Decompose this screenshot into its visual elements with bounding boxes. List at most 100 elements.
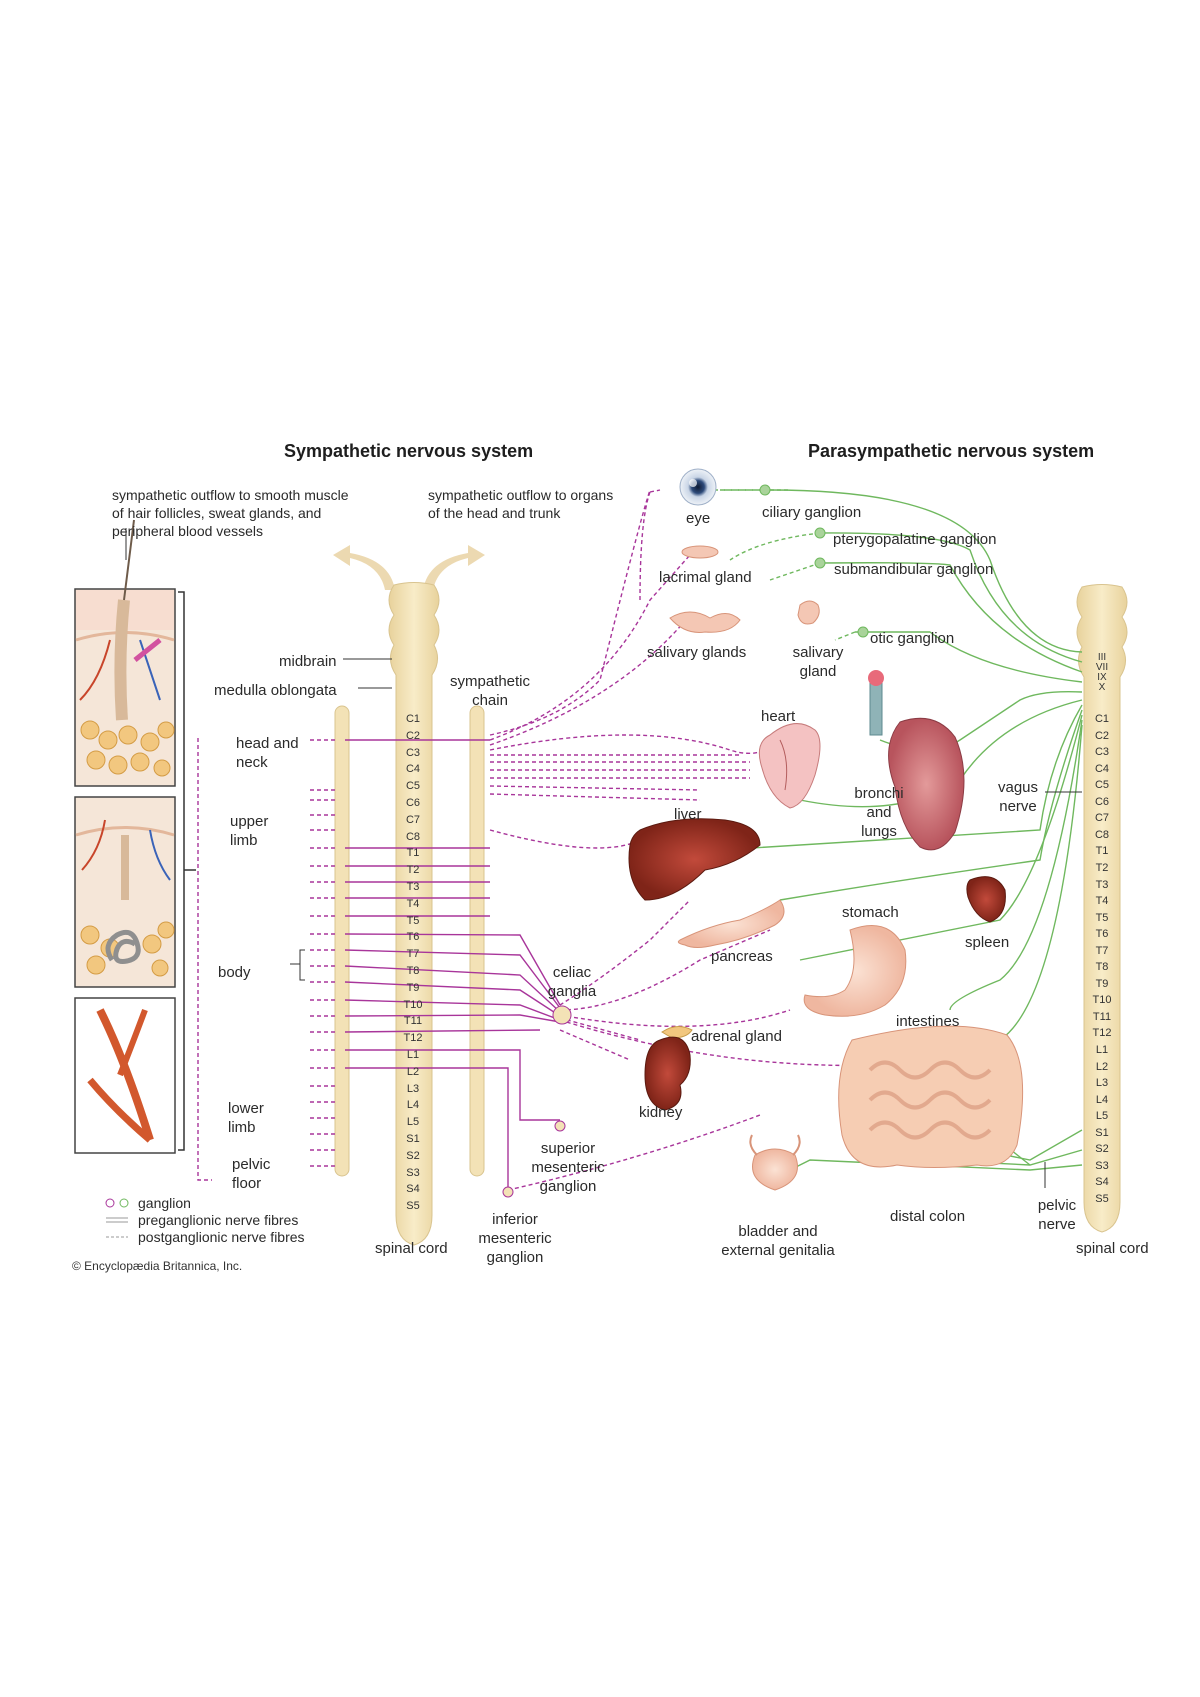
label-ciliary-ganglion: ciliary ganglion bbox=[762, 504, 862, 521]
label-submandibular-ganglion: submandibular ganglion bbox=[834, 561, 994, 578]
label-liver: liver bbox=[674, 806, 702, 823]
label-superior-mesenteric: superior mesenteric ganglion bbox=[531, 1140, 605, 1195]
label-lacrimal-gland: lacrimal gland bbox=[659, 569, 752, 586]
label-intestines: intestines bbox=[896, 1013, 960, 1030]
label-pelvic-nerve: pelvic nerve bbox=[1037, 1197, 1077, 1233]
segment-label: C7 bbox=[405, 813, 421, 826]
segment-label: T7 bbox=[1095, 944, 1109, 957]
label-medulla-oblongata: medulla oblongata bbox=[214, 682, 337, 699]
legend-ganglion-icon bbox=[105, 1198, 129, 1208]
bladder-illustration bbox=[749, 1134, 801, 1191]
salivary-glands-illustration bbox=[669, 611, 741, 633]
cranial-nerve-label: VII bbox=[1095, 662, 1109, 673]
segment-label: T6 bbox=[1095, 928, 1109, 941]
heart-illustration bbox=[758, 723, 821, 809]
segment-label: S2 bbox=[1095, 1143, 1109, 1156]
segment-label: T7 bbox=[406, 948, 420, 961]
segment-label: C5 bbox=[405, 780, 421, 793]
label-pancreas: pancreas bbox=[711, 948, 773, 965]
segment-label: T1 bbox=[1095, 845, 1109, 858]
segment-label: C1 bbox=[405, 713, 421, 725]
segment-label: L2 bbox=[406, 1065, 420, 1078]
segment-label: L3 bbox=[406, 1082, 420, 1095]
segment-label: L4 bbox=[1095, 1093, 1109, 1106]
copyright: © Encyclopædia Britannica, Inc. bbox=[72, 1259, 243, 1273]
label-spinal-cord-right: spinal cord bbox=[1076, 1240, 1149, 1257]
segment-label: L1 bbox=[1095, 1044, 1109, 1056]
segment-label: S3 bbox=[1095, 1159, 1109, 1172]
label-midbrain: midbrain bbox=[279, 653, 337, 670]
label-salivary-glands: salivary glands bbox=[647, 644, 747, 661]
skin-panel-sweat-gland bbox=[74, 796, 176, 988]
segment-label: T11 bbox=[1092, 1010, 1112, 1023]
label-pelvic-floor: pelvic floor bbox=[232, 1156, 271, 1192]
cranial-nerve-label: IX bbox=[1097, 672, 1107, 683]
segment-label: T5 bbox=[406, 914, 420, 927]
label-spinal-cord-left: spinal cord bbox=[375, 1240, 448, 1257]
label-upper-limb: upper limb bbox=[230, 813, 269, 849]
segment-label: T1 bbox=[406, 847, 420, 860]
segment-label: L5 bbox=[1095, 1110, 1109, 1123]
legend-preganglionic-icon bbox=[106, 1217, 128, 1223]
spinal-cord-left bbox=[388, 582, 440, 1246]
segment-label: S5 bbox=[1095, 1192, 1109, 1205]
label-pterygopalatine-ganglion: pterygopalatine ganglion bbox=[833, 531, 997, 548]
segment-label: C6 bbox=[405, 797, 421, 809]
segment-label: T3 bbox=[406, 881, 420, 893]
segment-label: L3 bbox=[1095, 1077, 1109, 1090]
liver-illustration bbox=[628, 818, 761, 901]
segment-label: C8 bbox=[405, 830, 421, 843]
skin-panels-bracket bbox=[178, 591, 196, 1151]
segment-label: T2 bbox=[406, 864, 420, 877]
legend-ganglion: ganglion bbox=[138, 1195, 191, 1211]
segment-label: T8 bbox=[406, 965, 420, 977]
ganglia-markers bbox=[502, 484, 869, 1198]
label-sympathetic-chain: sympathetic chain bbox=[449, 673, 531, 709]
sympathetic-fibres bbox=[197, 489, 881, 1191]
segment-label: T4 bbox=[406, 897, 420, 910]
adrenal-gland-illustration bbox=[661, 1026, 693, 1039]
label-vagus-nerve: vagus nerve bbox=[997, 779, 1039, 815]
segment-label: T12 bbox=[1092, 1027, 1112, 1040]
segment-label: S1 bbox=[1095, 1126, 1109, 1139]
label-bladder: bladder and external genitalia bbox=[721, 1223, 835, 1259]
segment-label: C4 bbox=[405, 763, 421, 776]
outflow-arrows bbox=[333, 545, 485, 590]
leader-lines bbox=[290, 658, 1082, 1188]
segment-label: C2 bbox=[405, 729, 421, 742]
segment-label: T10 bbox=[1092, 994, 1112, 1007]
pancreas-illustration bbox=[677, 899, 785, 948]
label-spleen: spleen bbox=[965, 934, 1010, 951]
segment-label: T4 bbox=[1095, 895, 1109, 908]
label-stomach: stomach bbox=[842, 904, 899, 921]
segment-label: S2 bbox=[406, 1149, 420, 1162]
label-bronchi-lungs: bronchi and lungs bbox=[854, 785, 904, 840]
label-salivary-gland: salivary gland bbox=[792, 644, 844, 680]
label-lower-limb: lower limb bbox=[228, 1100, 264, 1136]
sympathetic-title: Sympathetic nervous system bbox=[284, 441, 534, 461]
intestines-illustration bbox=[838, 1025, 1024, 1168]
segment-label: S1 bbox=[406, 1133, 420, 1145]
segment-label: T9 bbox=[1095, 977, 1109, 990]
label-inferior-mesenteric: inferior mesenteric ganglion bbox=[478, 1211, 552, 1266]
legend-postganglionic: postganglionic nerve fibres bbox=[138, 1229, 305, 1245]
segment-label: L5 bbox=[406, 1116, 420, 1129]
segment-label: S3 bbox=[406, 1166, 420, 1179]
bronchi-lungs-illustration bbox=[868, 670, 965, 851]
segment-label: L4 bbox=[406, 1099, 420, 1112]
label-otic-ganglion: otic ganglion bbox=[870, 630, 955, 647]
label-eye: eye bbox=[686, 510, 711, 527]
label-body: body bbox=[218, 964, 251, 981]
segment-label: T2 bbox=[1095, 861, 1109, 874]
segment-label: C8 bbox=[1094, 828, 1110, 841]
cranial-nerve-label: X bbox=[1098, 682, 1106, 693]
segment-label: T11 bbox=[403, 1015, 423, 1028]
skin-panel-hair-follicle bbox=[74, 519, 176, 787]
salivary-gland-illustration bbox=[797, 600, 820, 625]
segment-label: L1 bbox=[406, 1049, 420, 1061]
segment-label: T9 bbox=[406, 981, 420, 994]
label-celiac-ganglia: celiac ganglia bbox=[547, 964, 597, 1000]
segment-label: C4 bbox=[1094, 762, 1110, 775]
segment-label: L2 bbox=[1095, 1060, 1109, 1073]
